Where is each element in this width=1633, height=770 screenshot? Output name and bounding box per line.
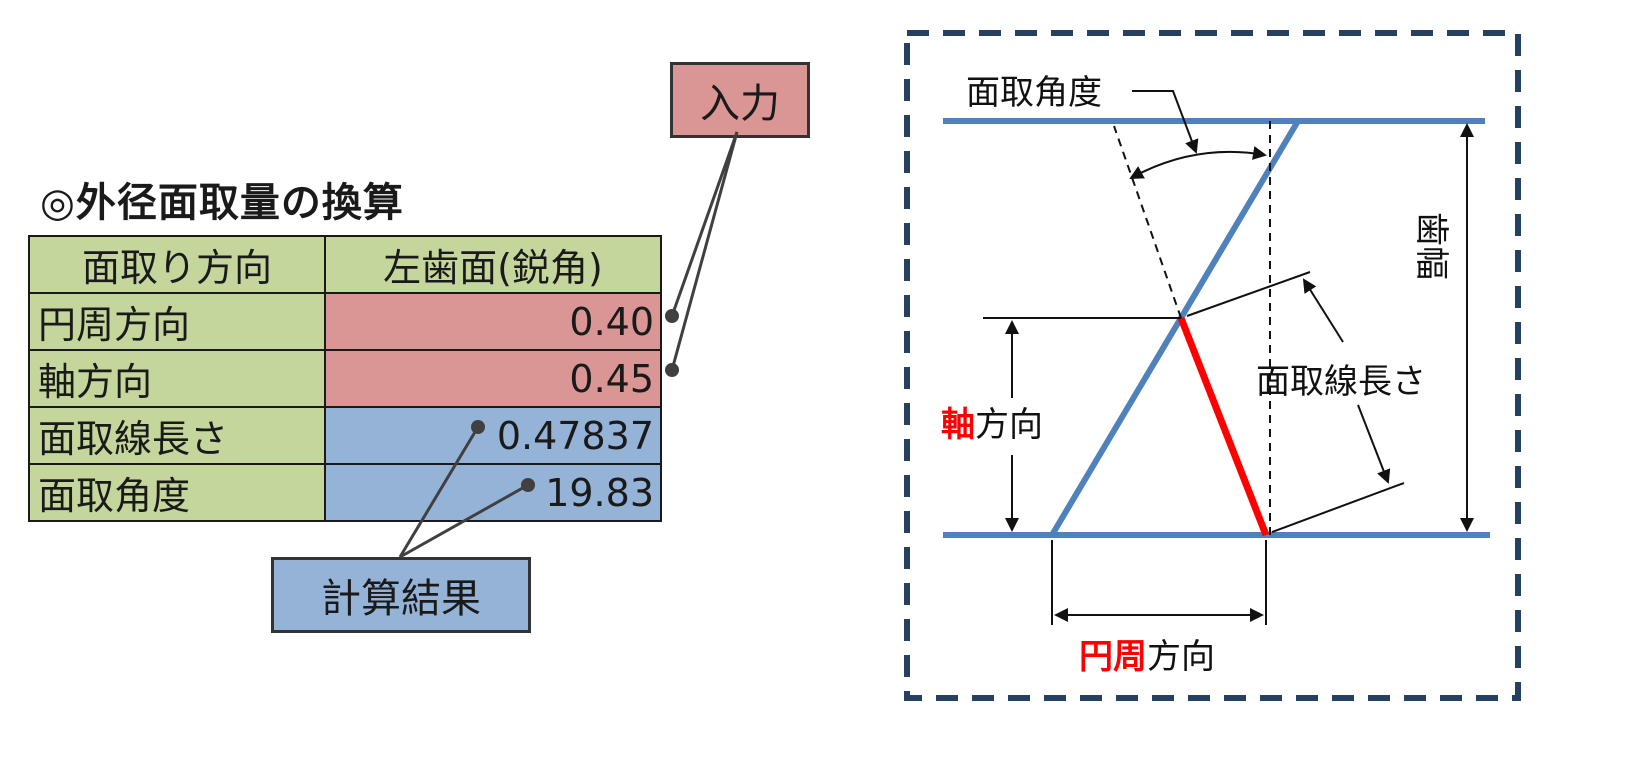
- table-header-row: 面取り方向 左歯面(鋭角): [28, 235, 662, 294]
- diagram-frame: [904, 30, 1521, 701]
- input-callout: 入力: [670, 62, 810, 138]
- chamfer-extension-line: [1113, 125, 1182, 319]
- table-row-circumferential: 円周方向 0.40: [28, 292, 662, 351]
- result-callout: 計算結果: [271, 557, 531, 633]
- axial-highlight: 軸: [941, 405, 975, 445]
- tooth-flank-line: [1049, 119, 1301, 537]
- angle-leader: [1132, 90, 1199, 154]
- chamfer-table: 面取り方向 左歯面(鋭角) 円周方向 0.40 軸方向 0.45 面取線長さ 0…: [28, 235, 662, 522]
- circumferential-direction-label: 円周方向: [1079, 637, 1215, 677]
- length-extension-line: [1271, 482, 1405, 533]
- leader-dot: [521, 478, 535, 492]
- table-row-chamfer-angle: 面取角度 19.83: [28, 463, 662, 522]
- circumferential-input[interactable]: 0.40: [324, 292, 662, 351]
- input-leader-line: [670, 131, 739, 317]
- row-label: 軸方向: [28, 349, 326, 408]
- input-leader-line: [670, 131, 739, 371]
- chamfer-angle-label: 面取角度: [966, 73, 1102, 113]
- angle-arc: [1129, 146, 1267, 179]
- axial-rest: 方向: [975, 405, 1043, 445]
- callout-leaders: [398, 131, 739, 559]
- leader-dot: [665, 363, 679, 377]
- section-title: ◎外径面取量の換算: [40, 180, 404, 226]
- length-extension-line: [1186, 271, 1311, 317]
- row-label: 面取角度: [28, 463, 326, 522]
- table-row-axial: 軸方向 0.45: [28, 349, 662, 408]
- face-width-label: 歯幅: [1411, 212, 1451, 280]
- leader-dot: [665, 309, 679, 323]
- chamfer-length-label: 面取線長さ: [1256, 362, 1426, 402]
- row-label: 円周方向: [28, 292, 326, 351]
- circ-highlight: 円周: [1079, 637, 1147, 677]
- chamfer-line: [1177, 316, 1270, 537]
- header-left-flank: 左歯面(鋭角): [324, 235, 662, 294]
- row-label: 面取線長さ: [28, 406, 326, 465]
- length-arrow-upper: [1302, 278, 1344, 343]
- result-leader-line: [398, 426, 480, 558]
- table-row-chamfer-length: 面取線長さ 0.47837: [28, 406, 662, 465]
- header-direction: 面取り方向: [28, 235, 326, 294]
- length-arrow-lower: [1357, 404, 1391, 484]
- circ-rest: 方向: [1147, 637, 1215, 677]
- chamfer-angle-result: 19.83: [324, 463, 662, 522]
- axial-direction-label: 軸方向: [941, 405, 1043, 445]
- leader-dot: [471, 420, 485, 434]
- result-leader-line: [399, 483, 529, 559]
- axial-input[interactable]: 0.45: [324, 349, 662, 408]
- chamfer-length-result: 0.47837: [324, 406, 662, 465]
